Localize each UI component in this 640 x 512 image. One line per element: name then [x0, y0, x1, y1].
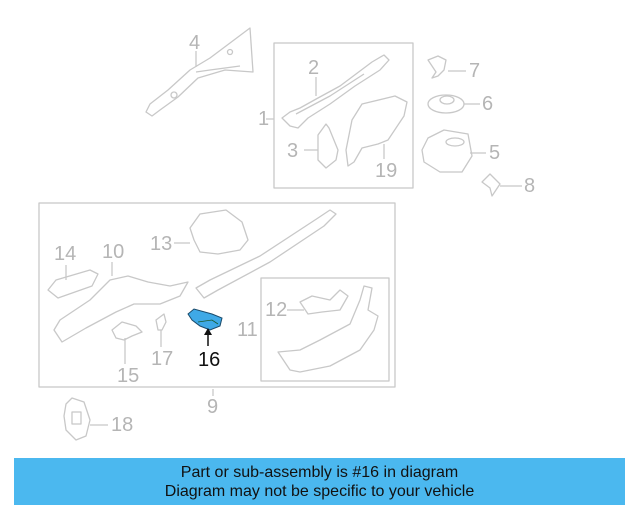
- part-7: [427, 55, 447, 79]
- part-16-highlighted: [187, 308, 223, 346]
- callout-8: 8: [524, 175, 536, 197]
- callout-3: 3: [287, 140, 299, 162]
- part-18: [63, 397, 91, 441]
- diagram-drawing: [38, 27, 522, 441]
- callout-16-highlighted: 16: [198, 349, 221, 371]
- callout-10: 10: [102, 241, 125, 263]
- callout-18: 18: [111, 414, 134, 436]
- callout-5: 5: [489, 142, 501, 164]
- part-14: [47, 269, 99, 299]
- part-5: [421, 129, 473, 173]
- callout-19: 19: [375, 160, 398, 182]
- part-3: [317, 123, 339, 169]
- part-15: [111, 321, 143, 341]
- group-box-11: [260, 277, 390, 382]
- group-box-9: [38, 202, 396, 388]
- callout-13: 13: [150, 233, 173, 255]
- callout-7: 7: [469, 60, 481, 82]
- part-10: [53, 275, 189, 343]
- callout-6: 6: [482, 93, 494, 115]
- part-12: [299, 289, 349, 315]
- part-17: [155, 313, 167, 331]
- group-box-1: [273, 42, 414, 189]
- callout-14: 14: [54, 243, 77, 265]
- callout-2: 2: [308, 57, 320, 79]
- part-4-pillar: [145, 27, 254, 117]
- banner-line-1: Part or sub-assembly is #16 in diagram: [180, 463, 459, 481]
- callout-4: 4: [189, 32, 201, 54]
- callout-1: 1: [258, 108, 270, 130]
- callout-9: 9: [207, 396, 219, 418]
- callout-15: 15: [117, 365, 140, 387]
- banner-line-2: Diagram may not be specific to your vehi…: [164, 482, 475, 500]
- part-8: [481, 173, 501, 197]
- info-banner: Part or sub-assembly is #16 in diagram D…: [14, 458, 625, 505]
- part-sill: [195, 209, 337, 299]
- part-13: [189, 209, 249, 255]
- callout-12: 12: [265, 299, 288, 321]
- callout-17: 17: [151, 348, 174, 370]
- part-19: [345, 95, 408, 167]
- part-11: [277, 285, 379, 373]
- callout-11: 11: [237, 319, 258, 341]
- parts-diagram: 1 2 3 4 5 6 7 8 9 10 11 12 13 14 15 16 1…: [38, 27, 536, 441]
- part-2-rail: [281, 54, 390, 129]
